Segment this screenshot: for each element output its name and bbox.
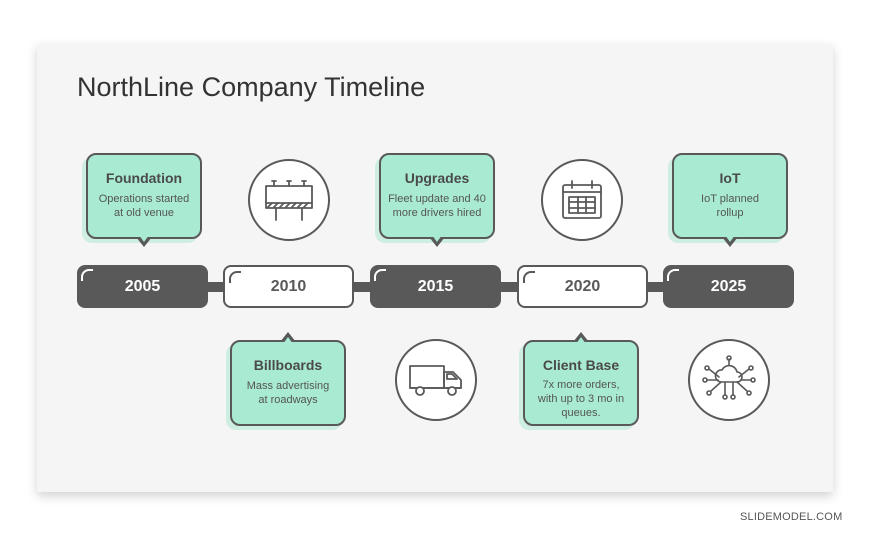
callout-description: Operations started at old venue — [88, 192, 200, 220]
callout-client-base: Client Base 7x more orders, with up to 3… — [523, 332, 639, 426]
callout-pointer — [136, 235, 152, 247]
year-label: 2015 — [417, 277, 454, 295]
callout-line: Operations started — [98, 193, 190, 205]
callout-line: Fleet update and 40 — [388, 193, 486, 205]
cloud-network-icon — [702, 355, 756, 400]
callout-title: IoT — [719, 170, 741, 186]
year-gloss — [229, 271, 241, 283]
slide: NorthLine Company Timeline 2005 2010 201… — [37, 44, 833, 492]
year-gloss — [81, 269, 93, 281]
callout-line: at old venue — [114, 207, 174, 219]
year-label: 2010 — [270, 277, 307, 295]
callout-title: Upgrades — [404, 170, 470, 186]
year-block-2025: 2025 — [663, 265, 794, 308]
timeline-connector — [646, 282, 666, 292]
timeline-connector — [498, 282, 519, 292]
callout-pointer — [429, 235, 445, 247]
callout-description: Fleet update and 40 more drivers hired — [381, 192, 493, 220]
callout-line: rollup — [716, 207, 744, 219]
year-gloss — [374, 269, 386, 281]
callout-foundation: Foundation Operations started at old ven… — [86, 153, 202, 247]
callout-line: queues. — [561, 407, 601, 419]
callout-upgrades: Upgrades Fleet update and 40 more driver… — [379, 153, 495, 247]
callout-title: Billboards — [253, 357, 323, 373]
callout-title: Client Base — [542, 357, 620, 373]
callout-title: Foundation — [105, 170, 183, 186]
billboard-circle — [248, 159, 330, 241]
year-gloss — [523, 271, 535, 283]
callout-pointer — [573, 332, 589, 344]
year-label: 2025 — [710, 277, 747, 295]
callout-line: 7x more orders, — [542, 379, 620, 391]
callout-line: at roadways — [258, 394, 318, 406]
year-label: 2005 — [124, 277, 161, 295]
timeline-connector — [352, 282, 372, 292]
timeline-connector — [205, 282, 225, 292]
callout-description: 7x more orders, with up to 3 mo in queue… — [525, 378, 637, 420]
callout-pointer — [722, 235, 738, 247]
callout-line: with up to 3 mo in — [537, 393, 625, 405]
calendar-icon — [562, 180, 602, 219]
slide-title: NorthLine Company Timeline — [77, 72, 426, 102]
calendar-circle — [541, 159, 623, 241]
billboard-icon — [265, 180, 313, 221]
callout-pointer — [280, 332, 296, 344]
year-label: 2020 — [564, 277, 601, 295]
callout-billboards: Billboards Mass advertising at roadways — [230, 332, 346, 426]
callout-line: IoT planned — [701, 193, 759, 205]
truck-circle — [395, 339, 477, 421]
year-gloss — [667, 269, 679, 281]
year-block-2010: 2010 — [223, 265, 354, 308]
watermark-credit: SLIDEMODEL.COM — [740, 511, 843, 523]
callout-description: Mass advertising at roadways — [232, 379, 344, 407]
callout-line: Mass advertising — [246, 380, 330, 392]
truck-icon — [409, 365, 462, 396]
callout-line: more drivers hired — [392, 207, 482, 219]
callout-iot: IoT IoT planned rollup — [672, 153, 788, 247]
callout-description: IoT planned rollup — [674, 192, 786, 220]
cloud-network-circle — [688, 339, 770, 421]
year-block-2005: 2005 — [77, 265, 208, 308]
year-block-2020: 2020 — [517, 265, 648, 308]
year-block-2015: 2015 — [370, 265, 501, 308]
